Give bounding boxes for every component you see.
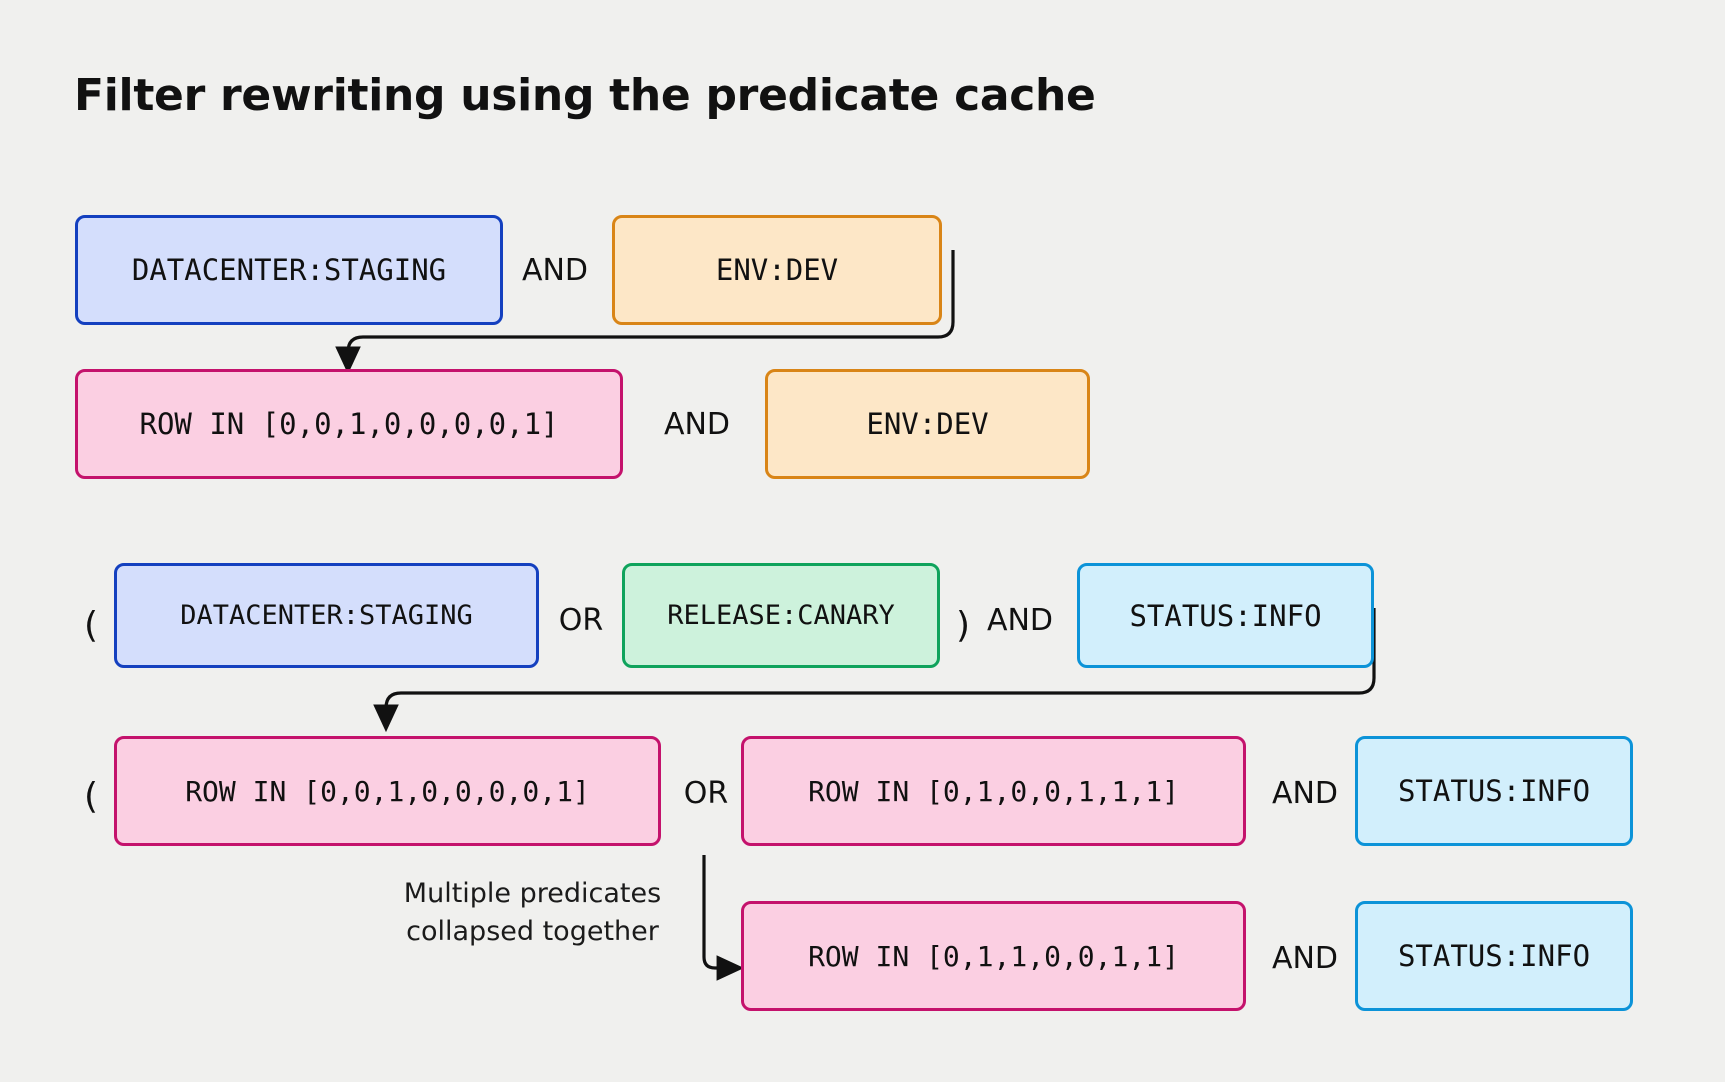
predicate-box-status-info-3[interactable]: STATUS:INFO	[1355, 901, 1633, 1011]
operator-and-2: AND	[663, 406, 731, 442]
close-paren-source: )	[955, 604, 971, 646]
operator-and-1: AND	[521, 252, 589, 288]
collapse-arrow	[702, 855, 745, 981]
predicate-box-row-in-3[interactable]: ROW IN [0,1,0,0,1,1,1]	[741, 736, 1246, 846]
open-paren-rewritten: (	[83, 775, 99, 817]
predicate-box-row-in-1[interactable]: ROW IN [0,0,1,0,0,0,0,1]	[75, 369, 623, 479]
page-title: Filter rewriting using the predicate cac…	[74, 70, 1096, 121]
collapse-annotation: Multiple predicates collapsed together	[403, 878, 662, 948]
operator-and-3: AND	[986, 602, 1054, 638]
predicate-box-row-in-collapsed[interactable]: ROW IN [0,1,1,0,0,1,1]	[741, 901, 1246, 1011]
predicate-box-status-info-2[interactable]: STATUS:INFO	[1355, 736, 1633, 846]
predicate-box-env-dev-2[interactable]: ENV:DEV	[765, 369, 1090, 479]
open-paren-source: (	[83, 604, 99, 646]
operator-and-4: AND	[1271, 775, 1339, 811]
predicate-box-datacenter-staging-2[interactable]: DATACENTER:STAGING	[114, 563, 539, 668]
operator-or-2: OR	[683, 775, 729, 811]
predicate-box-row-in-2[interactable]: ROW IN [0,0,1,0,0,0,0,1]	[114, 736, 661, 846]
operator-or-1: OR	[558, 602, 604, 638]
predicate-box-status-info-1[interactable]: STATUS:INFO	[1077, 563, 1374, 668]
predicate-box-env-dev-1[interactable]: ENV:DEV	[612, 215, 942, 325]
operator-and-5: AND	[1271, 940, 1339, 976]
predicate-box-release-canary[interactable]: RELEASE:CANARY	[622, 563, 940, 668]
predicate-box-datacenter-staging[interactable]: DATACENTER:STAGING	[75, 215, 503, 325]
